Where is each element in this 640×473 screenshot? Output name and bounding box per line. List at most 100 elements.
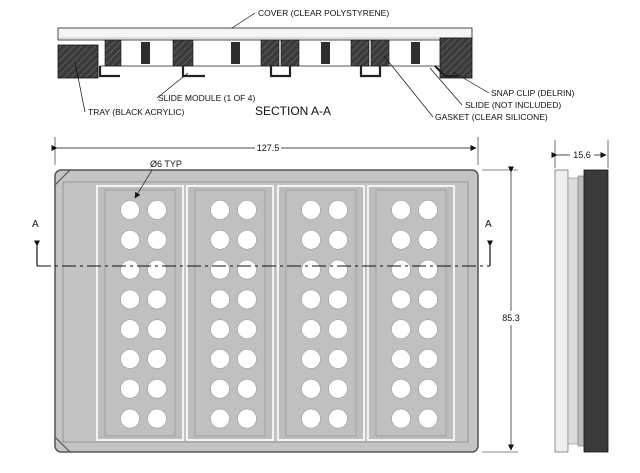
well-hole: [328, 200, 348, 220]
section-marker-right: A: [485, 219, 492, 230]
depth-dimension: 15.6: [573, 150, 591, 160]
well-hole: [120, 230, 140, 250]
well-hole: [418, 319, 438, 340]
well-hole: [237, 408, 257, 429]
well-hole: [147, 349, 167, 369]
well-hole: [328, 408, 348, 429]
well-hole: [147, 230, 167, 250]
well-hole: [418, 259, 438, 280]
divider-block: [321, 42, 330, 64]
well-hole: [210, 200, 230, 220]
slide-module-well-area: [285, 189, 357, 437]
section-title: SECTION A-A: [255, 104, 331, 118]
section-marker-left: A: [32, 219, 39, 230]
well-hole: [210, 289, 230, 310]
width-dimension: 127.5: [257, 143, 280, 153]
well-hole: [301, 289, 321, 310]
well-hole: [301, 259, 321, 280]
well-hole: [237, 289, 257, 310]
slide-module-callout: SLIDE MODULE (1 OF 4): [158, 93, 255, 103]
snap-clip: [98, 66, 120, 78]
well-hole: [391, 378, 411, 399]
well-hole: [328, 230, 348, 250]
module-wall: [260, 39, 280, 67]
well-hole: [301, 349, 321, 369]
snap-clip: [434, 65, 458, 78]
side-cover: [554, 169, 569, 453]
well-hole: [120, 319, 140, 340]
well-hole: [418, 289, 438, 310]
tray-end-left: [57, 44, 99, 79]
well-hole: [301, 200, 321, 220]
well-hole: [328, 259, 348, 280]
snap-clip: [359, 66, 382, 78]
side-view: 15.6: [551, 140, 609, 453]
well-hole: [237, 349, 257, 369]
slide-module-well-area: [375, 189, 447, 437]
module-wall: [172, 39, 194, 67]
well-hole: [391, 289, 411, 310]
well-hole: [210, 259, 230, 280]
well-hole: [391, 200, 411, 220]
cover-callout: COVER (CLEAR POLYSTYRENE): [258, 8, 389, 18]
well-hole: [210, 378, 230, 399]
slide-callout: SLIDE (NOT INCLUDED): [465, 100, 561, 110]
module-wall: [350, 39, 370, 67]
snap-clip: [181, 66, 205, 78]
divider-block: [411, 42, 420, 64]
well-hole: [210, 319, 230, 340]
well-hole: [391, 408, 411, 429]
section-view: COVER (CLEAR POLYSTYRENE) SNAP CLIP (DEL…: [57, 8, 574, 122]
well-hole: [120, 408, 140, 429]
side-clip: [567, 177, 579, 445]
well-hole: [147, 408, 167, 429]
well-hole: [147, 259, 167, 280]
well-hole: [328, 378, 348, 399]
well-hole: [120, 349, 140, 369]
well-hole: [328, 319, 348, 340]
side-gasket: [577, 175, 585, 447]
well-hole: [418, 349, 438, 369]
well-hole: [120, 200, 140, 220]
well-hole: [237, 200, 257, 220]
well-hole: [120, 378, 140, 399]
well-hole: [210, 349, 230, 369]
well-hole: [418, 378, 438, 399]
well-hole: [391, 349, 411, 369]
divider-block: [231, 42, 240, 64]
well-hole: [237, 319, 257, 340]
tray-end-right: [439, 37, 473, 79]
well-hole: [120, 289, 140, 310]
well-hole: [328, 289, 348, 310]
well-hole: [418, 408, 438, 429]
well-hole: [391, 259, 411, 280]
well-hole: [237, 259, 257, 280]
gasket-callout: GASKET (CLEAR SILICONE): [435, 112, 548, 122]
well-hole: [328, 349, 348, 369]
slide-module-well-area: [104, 189, 176, 437]
well-hole: [301, 378, 321, 399]
well-hole: [147, 319, 167, 340]
slide-modules: [96, 185, 455, 441]
module-wall: [370, 39, 390, 67]
well-hole: [147, 200, 167, 220]
well-hole: [301, 319, 321, 340]
module-wall: [104, 39, 122, 67]
well-hole: [391, 319, 411, 340]
well-hole: [391, 230, 411, 250]
well-hole: [120, 259, 140, 280]
well-hole: [237, 378, 257, 399]
divider-block: [141, 42, 150, 64]
snap-clip-callout: SNAP CLIP (DELRIN): [491, 88, 574, 98]
side-tray: [583, 169, 609, 453]
well-hole: [147, 378, 167, 399]
tray-callout: TRAY (BLACK ACRYLIC): [88, 107, 185, 117]
module-wall: [280, 39, 300, 67]
hole-diameter-note: Ø6 TYP: [150, 159, 182, 169]
well-hole: [210, 230, 230, 250]
snap-clip: [269, 66, 292, 78]
well-hole: [147, 289, 167, 310]
height-dimension: 85.3: [502, 313, 520, 323]
well-hole: [301, 230, 321, 250]
